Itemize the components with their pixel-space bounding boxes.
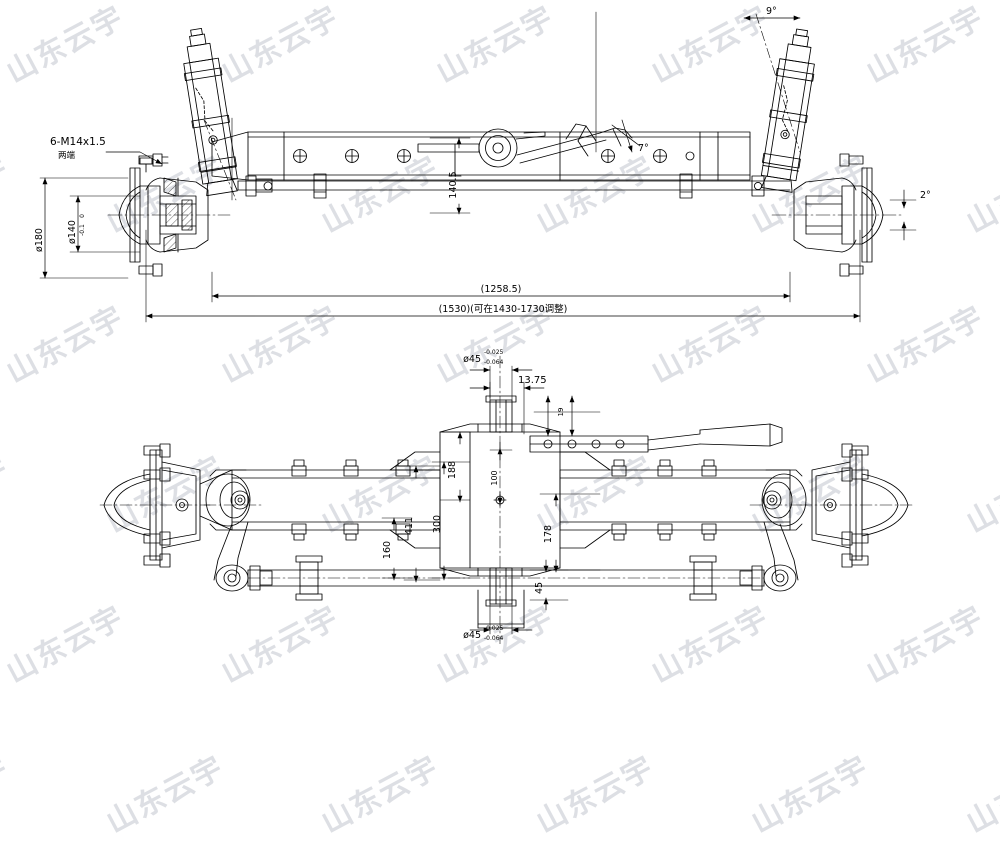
label-dim-178: 178	[543, 525, 554, 543]
left-kingpin-assembly	[183, 28, 238, 197]
label-dim-411: 411	[404, 517, 415, 535]
label-flange-dia: ø180	[34, 228, 45, 252]
label-angle-2: 2°	[920, 190, 931, 201]
label-dim-100: 100	[490, 470, 499, 485]
label-dim-19: 19	[557, 408, 565, 417]
right-hub-assembly	[771, 153, 903, 277]
label-thread-spec: 6-M14x1.5	[50, 136, 106, 148]
label-pin-tol-lower-top: -0.064	[484, 359, 504, 366]
left-hub-assembly	[107, 153, 231, 277]
label-hub-tol-lower: -0.1	[79, 224, 86, 236]
label-inner-span: (1258.5)	[481, 284, 522, 295]
top-view-tie-rod	[237, 173, 791, 199]
watermark-text: 山东云宇	[745, 749, 876, 841]
tie-rod-plan	[247, 555, 765, 629]
label-dim-160: 160	[382, 541, 393, 559]
label-dim-45: 45	[534, 582, 545, 594]
label-pin-tol-lower-bottom: -0.064	[484, 635, 504, 642]
label-hub-dia: ø140	[67, 220, 78, 244]
right-hub-plan	[749, 443, 913, 592]
label-thread-note: 两端	[58, 150, 76, 161]
watermark-text: 山东云宇	[960, 749, 1000, 841]
label-pin-tol-upper-top: -0.025	[484, 349, 504, 356]
label-angle-7: 7°	[638, 143, 649, 154]
linkage-plan	[529, 423, 783, 453]
drawing-layer	[39, 11, 917, 644]
label-hub-tol-upper: 0	[79, 214, 86, 218]
bottom-view-geometry	[99, 355, 913, 644]
watermark-text: 山东云宇	[0, 749, 16, 841]
label-dim-188: 188	[447, 461, 458, 479]
annotation-text-layer: 6-M14x1.5 两端 ø180 ø140 0 -0.1 140.5 7° 9…	[34, 6, 931, 642]
label-track-width: (1530)(可在1430-1730调整)	[439, 303, 568, 315]
watermark-text: 山东云宇	[100, 749, 231, 841]
label-angle-9: 9°	[766, 6, 777, 17]
label-pin-tol-upper-bottom: -0.025	[484, 625, 504, 632]
right-kingpin-assembly	[760, 28, 815, 193]
watermark-text: 山东云宇	[315, 749, 446, 841]
label-pin-dia-top: ø45	[463, 354, 481, 365]
top-view-geometry	[39, 11, 917, 323]
label-pin-dia-bottom: ø45	[463, 630, 481, 641]
watermark-text: 山东云宇	[530, 749, 661, 841]
label-offset-13-75: 13.75	[518, 375, 547, 386]
label-height-140-5: 140.5	[448, 171, 459, 198]
label-dim-300: 300	[432, 515, 443, 533]
